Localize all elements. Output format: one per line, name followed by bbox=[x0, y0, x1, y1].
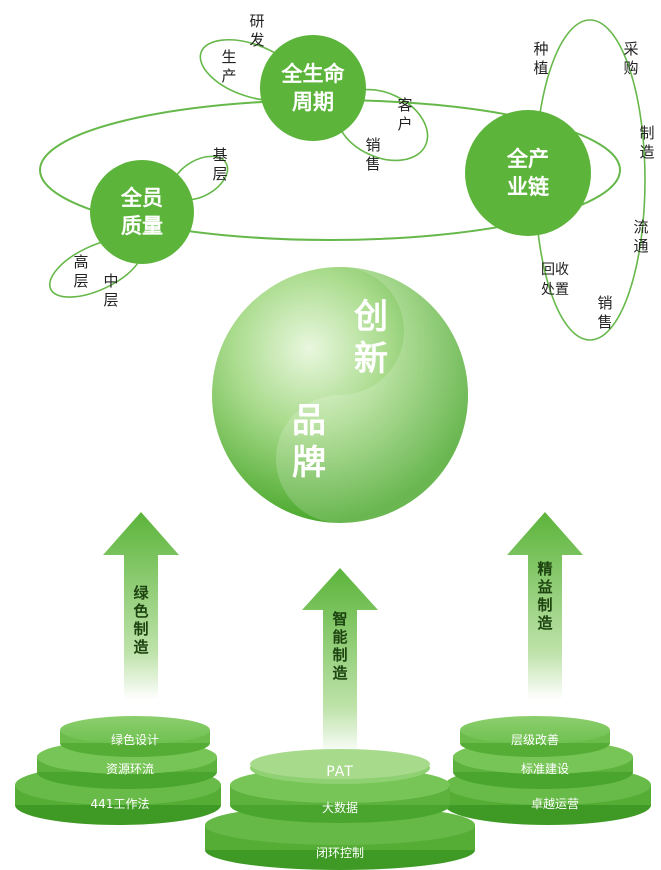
label-customer: 客户 bbox=[397, 96, 413, 133]
all-staff-circle: 全员质量 bbox=[90, 160, 194, 264]
label-middle: 中层 bbox=[103, 272, 119, 309]
arrow-left-label: 绿色制造 bbox=[133, 584, 149, 656]
platform-right-tier-2: 标准建设 bbox=[520, 762, 569, 776]
platform-right-tier-3: 卓越运营 bbox=[530, 797, 579, 811]
label-manufacturing: 制造 bbox=[639, 124, 655, 161]
label-sales-chain: 销售 bbox=[597, 294, 613, 331]
platform-middle-tier-2: 大数据 bbox=[321, 801, 358, 815]
platform-left-tier-3: 441工作法 bbox=[90, 797, 150, 811]
platform-left-tier-2: 资源环流 bbox=[105, 762, 154, 776]
lifecycle-title: 全生命周期 bbox=[281, 62, 345, 114]
platform-middle-tier-1: PAT bbox=[326, 764, 354, 780]
arrow-right bbox=[507, 512, 583, 700]
lifecycle-circle: 全生命周期 bbox=[260, 35, 366, 141]
label-production: 生产 bbox=[221, 48, 237, 85]
label-grassroots: 基层 bbox=[212, 146, 228, 183]
label-sales-lifecycle: 销售 bbox=[365, 136, 381, 173]
label-recycling: 回收处置 bbox=[541, 262, 569, 298]
sphere-brand-text: 品牌 bbox=[292, 401, 326, 483]
all-staff-title: 全员质量 bbox=[121, 186, 163, 238]
industry-chain-circle: 全产业链 bbox=[465, 110, 591, 236]
arrow-right-label: 精益制造 bbox=[537, 560, 553, 632]
label-circulation: 流通 bbox=[633, 218, 649, 255]
arrow-middle bbox=[302, 568, 378, 755]
arrow-left bbox=[103, 512, 179, 700]
innovation-brand-sphere bbox=[212, 267, 468, 523]
label-research: 研发 bbox=[249, 12, 265, 49]
label-senior: 高层 bbox=[73, 253, 89, 290]
platform-middle-tier-3: 闭环控制 bbox=[315, 846, 364, 860]
label-planting: 种植 bbox=[533, 40, 549, 77]
sphere-swirl bbox=[276, 267, 468, 523]
industry-chain-title: 全产业链 bbox=[507, 147, 549, 199]
arrow-middle-label: 智能制造 bbox=[332, 610, 348, 682]
platform-middle bbox=[205, 749, 475, 870]
label-purchasing: 采购 bbox=[623, 40, 639, 77]
sphere-innovation-text: 创新 bbox=[354, 297, 388, 379]
platform-right bbox=[445, 716, 651, 825]
platform-right-tier-1: 层级改善 bbox=[510, 733, 559, 747]
platform-left-tier-1: 绿色设计 bbox=[110, 733, 159, 747]
platform-left bbox=[15, 716, 221, 825]
